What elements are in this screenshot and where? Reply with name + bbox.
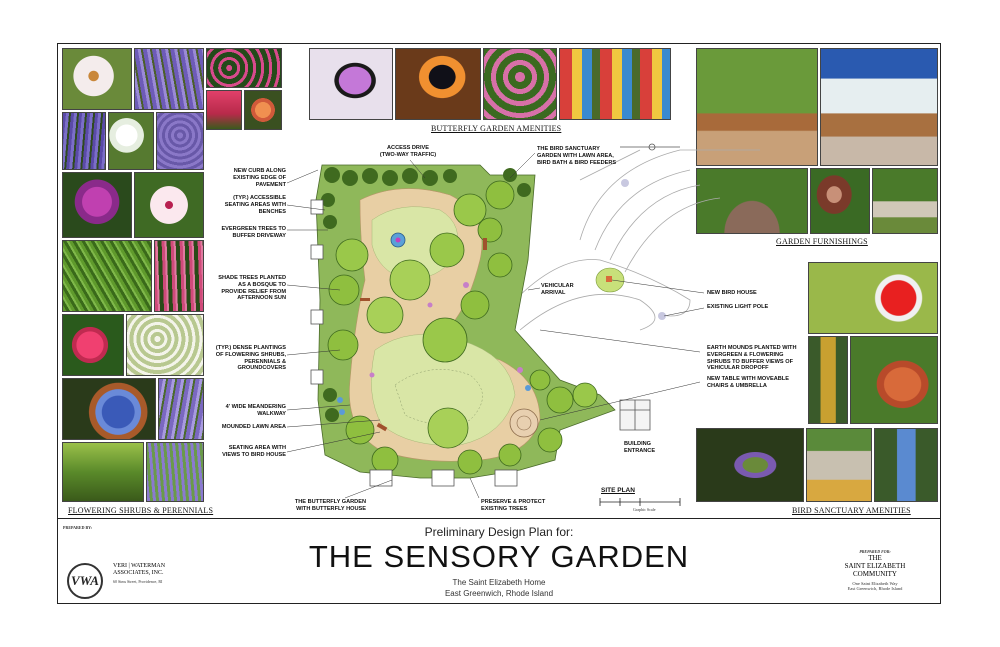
photo-purple-wisteria [158,378,204,440]
photo-clay-fountain [850,336,938,424]
photo-bench-garden [696,48,818,166]
firm-logo: VWA [67,563,103,599]
photo-butterfly-buddleia [309,48,393,120]
callout-accessible-seating: (TYP.) ACCESSIBLE SEATING AREAS WITH BEN… [224,195,286,215]
photo-catmint [146,442,204,502]
firm-monogram: VWA [71,573,99,588]
client-line-3: COMMUNITY [853,570,897,578]
light-pole-marker [621,179,629,187]
client-address-2: East Greenwich, Rhode Island [847,586,903,591]
photo-birdhouse-pole [874,428,938,502]
callout-preserve-trees: PRESERVE & PROTECT EXISTING TREES [481,499,546,512]
photo-blue-hydrangea [62,378,156,440]
photo-white-hydrangea [108,112,154,170]
driveway [514,149,760,331]
section-label-bird: BIRD SANCTUARY AMENITIES [792,506,911,515]
client-line-1: THE [868,554,882,562]
photo-orange-flower [244,90,282,130]
callout-seating-view: SEATING AREA WITH VIEWS TO BIRD HOUSE [222,445,286,458]
photo-tube-feeder [808,336,848,424]
site-plan-label: SITE PLAN [601,487,635,494]
photo-bleeding-heart [206,48,282,88]
table-patio-ring [516,415,532,431]
photo-white-blossoms [126,314,204,376]
photo-red-astilbe [206,90,242,130]
callout-butterfly-house: THE BUTTERFLY GARDEN WITH BUTTERFLY HOUS… [294,499,366,512]
leader-lines [286,152,705,499]
firm-address: 60 Sims Street, Providence, RI [113,579,163,584]
flower-accents [337,282,531,415]
callout-bird-sanctuary: THE BIRD SANCTUARY GARDEN WITH LAWN AREA… [537,146,617,166]
callout-shade-trees: SHADE TREES PLANTED AS A BOSQUE TO PROVI… [218,275,286,302]
callout-light-pole: EXISTING LIGHT POLE [707,304,769,310]
section-label-flowering: FLOWERING SHRUBS & PERENNIALS [68,506,214,515]
title-sub-location: East Greenwich, Rhode Island [444,589,554,598]
evergreen-trees [321,167,531,422]
photo-shrub-border [62,442,144,502]
photo-bird-bath [806,428,872,502]
callout-building-entrance: BUILDING ENTRANCE [624,441,656,454]
callout-access-drive: ACCESS DRIVE (TWO-WAY TRAFFIC) [379,145,437,158]
light-pole-marker [658,312,666,320]
callout-new-bird-house: NEW BIRD HOUSE [707,290,757,296]
trees [327,180,598,475]
section-label-butterfly: BUTTERFLY GARDEN AMENITIES [431,124,562,133]
graphic-scale-label: Graphic Scale [633,507,656,512]
title-pre: Preliminary Design Plan for: [424,525,574,539]
graphic-scale [599,498,681,506]
building-outline [310,199,651,487]
client-line-2: SAINT ELIZABETH [844,562,906,570]
callout-dense-plantings: (TYP.) DENSE PLANTINGS OF FLOWERING SHRU… [215,345,286,372]
north-arrow [620,143,680,151]
firm-name-1: VERI | WATERMAN [113,563,166,569]
bird-bath-center [395,237,401,243]
prepared-for-label: PREPARED FOR: [859,549,891,554]
photo-planter-wall [872,168,938,234]
callout-new-table: NEW TABLE WITH MOVEABLE CHAIRS & UMBRELL… [707,376,789,389]
photo-lilac [156,112,204,170]
prepared-by-block: PREPARED BY: VWA VERI | WATERMAN ASSOCIA… [63,525,273,599]
callout-mounded-lawn: MOUNDED LAWN AREA [221,424,286,430]
benches [360,238,487,432]
photo-butterfly-houses [559,48,671,120]
photo-coneflower [62,48,132,110]
photo-hibiscus [134,172,204,238]
callout-new-curb: NEW CURB ALONG EXISTING EDGE OF PAVEMENT [233,168,286,188]
photo-fern-grass [62,240,152,312]
photo-salvia [62,112,106,170]
title-block: Preliminary Design Plan for: THE SENSORY… [57,518,941,604]
photo-umbrella-patio [820,48,938,166]
callout-vehicular-arrival: VEHICULAR ARRIVAL [541,283,574,296]
photo-garden-path [696,168,808,234]
callout-evergreen-buffer: EVERGREEN TREES TO BUFFER DRIVEWAY [221,226,286,239]
photo-pink-roses [62,314,124,376]
photo-hummingbird-feeder [808,262,938,334]
photo-lavender-spikes [134,48,204,110]
callout-earth-mounds: EARTH MOUNDS PLANTED WITH EVERGREEN & FL… [707,345,797,372]
photo-pink-spires [154,240,204,312]
photo-hummingbird-flower [696,428,804,502]
section-label-furnishings: GARDEN FURNISHINGS [776,237,868,246]
bird-house-marker [606,276,612,282]
client-address-1: One Saint Elizabeth Way [852,581,898,586]
photo-swallowtail [395,48,481,120]
prepared-by-label: PREPARED BY: [63,525,93,530]
table-patio [509,408,539,438]
photo-gardener [810,168,870,234]
callout-walkway: 4' WIDE MEANDERING WALKWAY [225,404,286,417]
page-title: THE SENSORY GARDEN [308,539,690,574]
firm-name-2: ASSOCIATES, INC. [113,570,164,576]
title-sub-home: The Saint Elizabeth Home [452,578,546,587]
prepared-for-block: PREPARED FOR: THE SAINT ELIZABETH COMMUN… [815,525,935,599]
photo-coneflowers [483,48,557,120]
photo-rhododendron [62,172,132,238]
